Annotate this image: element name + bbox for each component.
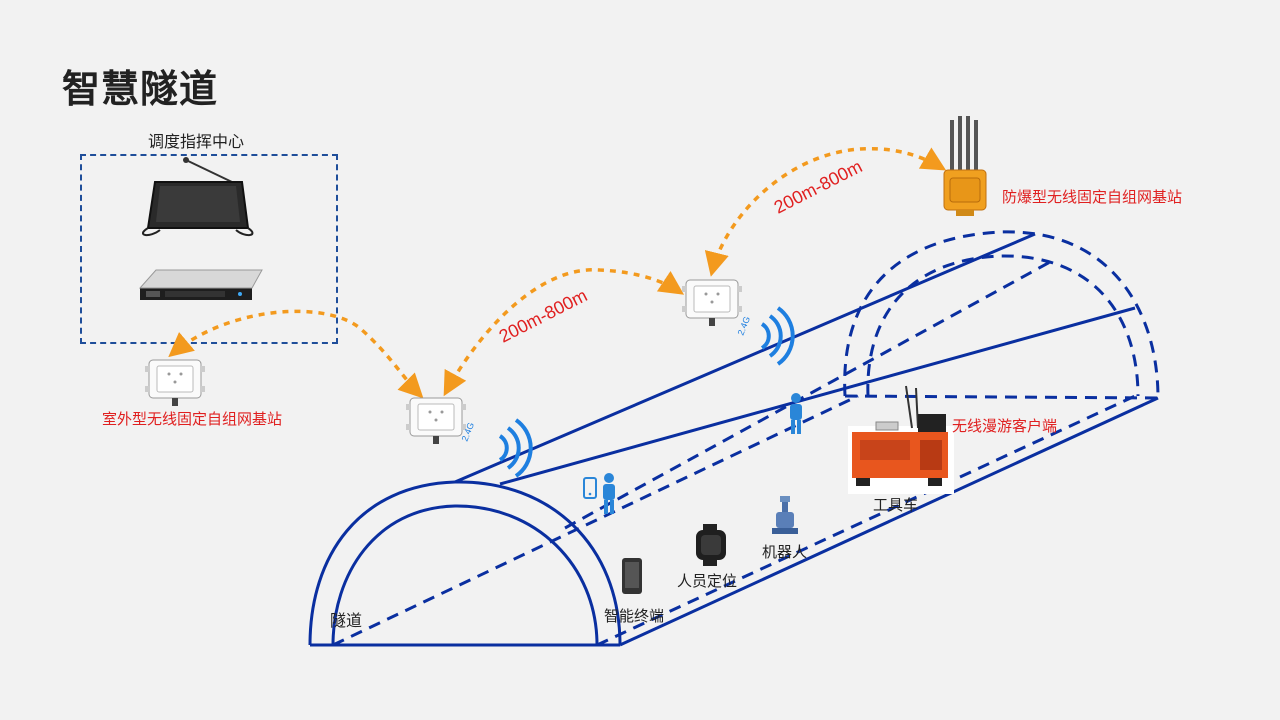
outdoor-station-device-3	[681, 279, 743, 327]
phone-icon	[583, 477, 597, 499]
tunnel-label: 隧道	[330, 613, 363, 630]
server-icon	[138, 269, 263, 300]
smart-terminal-icon	[622, 558, 642, 594]
worker-icon-1	[603, 473, 615, 514]
roaming-client-label: 无线漫游客户端	[952, 418, 1058, 435]
worker-icon-2	[790, 393, 802, 434]
outdoor-station-device-2	[405, 397, 467, 445]
smartwatch-icon	[696, 524, 726, 566]
distance-label-1: 200m-800m	[496, 285, 591, 346]
distance-label-2: 200m-800m	[771, 156, 866, 217]
wifi-signal-icon-1	[498, 418, 533, 478]
control-center-label: 调度指挥中心	[148, 134, 245, 151]
band-label-2: 2.4G	[736, 315, 753, 337]
explosion-proof-station-icon	[943, 116, 987, 216]
robot-icon	[772, 496, 798, 534]
tool-vehicle-label: 工具车	[873, 497, 919, 514]
smart-terminal-label: 智能终端	[604, 608, 665, 625]
wifi-signal-icon-2	[760, 306, 795, 366]
explosion-proof-station-label: 防爆型无线固定自组网基站	[1002, 189, 1183, 206]
outdoor-station-device-1	[144, 359, 206, 407]
tool-vehicle-icon	[848, 385, 954, 494]
personnel-positioning-label: 人员定位	[677, 573, 738, 590]
console-icon	[141, 157, 254, 236]
link-arrows	[168, 146, 947, 399]
robot-label: 机器人	[762, 544, 808, 561]
outdoor-station-label: 室外型无线固定自组网基站	[102, 411, 283, 428]
page-title: 智慧隧道	[62, 69, 219, 111]
